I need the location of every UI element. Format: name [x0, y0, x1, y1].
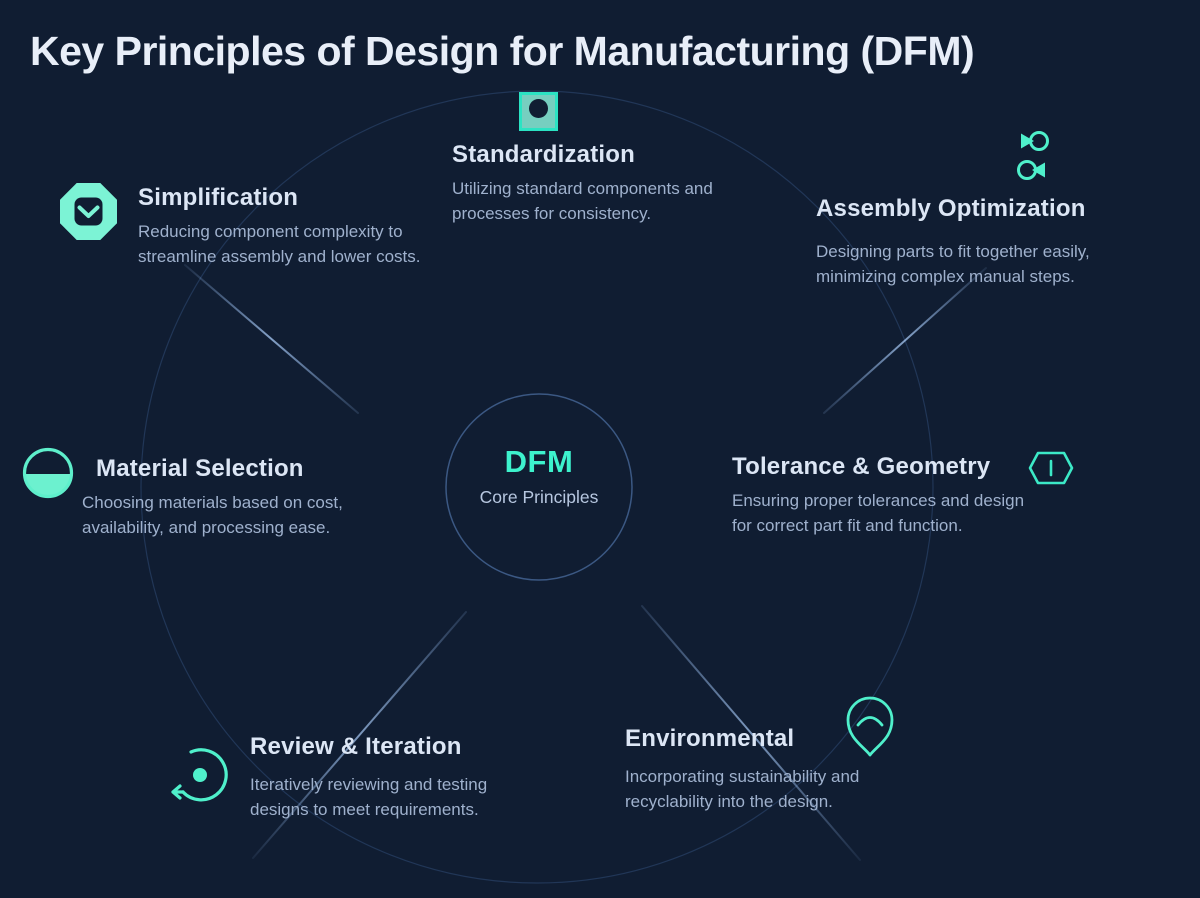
- principle-material-selection: Material Selection Choosing materials ba…: [82, 455, 343, 541]
- iterate-arrow-icon: [170, 745, 234, 807]
- principle-review-iteration: Review & Iteration Iteratively reviewing…: [250, 733, 487, 823]
- principle-title: Tolerance & Geometry: [732, 453, 991, 480]
- principle-simplification: Simplification Reducing component comple…: [138, 184, 421, 270]
- center-hub: DFM Core Principles: [419, 444, 659, 508]
- principle-assembly-optimization: Assembly Optimization Designing parts to…: [816, 195, 1090, 290]
- principle-title: Review & Iteration: [250, 733, 462, 760]
- principle-title: Standardization: [452, 141, 636, 168]
- principle-description: Choosing materials based on cost, availa…: [82, 492, 343, 537]
- octagon-check-icon: [60, 183, 117, 240]
- principle-description: Designing parts to fit together easily, …: [816, 241, 1090, 286]
- half-circle-icon: [22, 447, 74, 499]
- principle-title: Environmental: [625, 725, 795, 752]
- principle-description: Utilizing standard components and proces…: [452, 178, 713, 223]
- principle-title: Assembly Optimization: [816, 195, 1086, 222]
- center-sublabel: Core Principles: [479, 487, 599, 507]
- principle-standardization: Standardization Utilizing standard compo…: [452, 141, 713, 227]
- principle-tolerance-geometry: Tolerance & Geometry Ensuring proper tol…: [732, 453, 1024, 539]
- page-title: Key Principles of Design for Manufacturi…: [30, 28, 975, 74]
- spoke-top-left: [184, 264, 359, 414]
- principle-title: Simplification: [138, 184, 299, 211]
- principle-description: Iteratively reviewing and testing design…: [250, 774, 488, 819]
- tolerance-width-icon: [1028, 451, 1074, 485]
- spoke-bottom-left: [252, 611, 467, 859]
- center-label: DFM: [504, 444, 574, 479]
- principle-description: Incorporating sustainability and recycla…: [625, 766, 860, 811]
- spoke-bottom-right: [641, 605, 861, 861]
- center-ring: [445, 393, 633, 581]
- spoke-top-right: [823, 267, 987, 414]
- principle-title: Material Selection: [96, 455, 304, 482]
- leaf-pin-icon: [843, 694, 897, 758]
- principle-description: Ensuring proper tolerances and design fo…: [732, 490, 1025, 535]
- square-dot-icon: [519, 92, 558, 131]
- principle-description: Reducing component complexity to streaml…: [138, 221, 421, 266]
- outer-ring: [140, 90, 934, 884]
- rotate-cycle-icon: [1013, 129, 1053, 185]
- principle-environmental: Environmental Incorporating sustainabili…: [625, 725, 859, 815]
